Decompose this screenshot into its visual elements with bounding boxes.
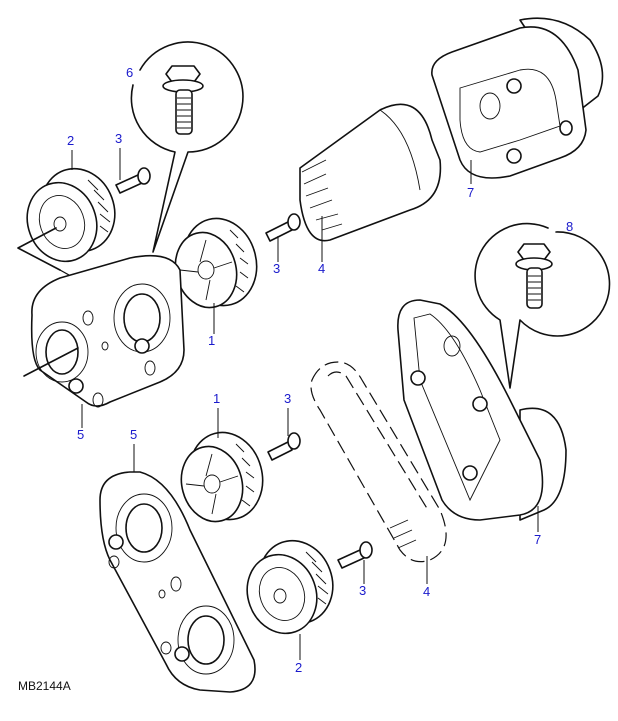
callout-3-lower: 3 <box>284 391 292 406</box>
callout-4-top: 4 <box>318 261 326 276</box>
detail-bubble-8 <box>474 222 611 389</box>
timing-belt-bottom <box>310 361 447 563</box>
callout-7-bottom: 7 <box>534 532 542 547</box>
axis-leader-top <box>17 227 61 271</box>
callout-1-bottom: 1 <box>213 391 221 406</box>
backplate-top <box>30 254 185 408</box>
bolt-3-mid <box>265 213 301 242</box>
callout-5-top: 5 <box>77 427 85 442</box>
cover-top <box>431 17 604 179</box>
callout-6: 6 <box>126 65 134 80</box>
callout-7-top: 7 <box>467 185 475 200</box>
flange-bolt-icon <box>162 65 204 135</box>
callout-3-bottom: 3 <box>359 583 367 598</box>
callout-1-top: 1 <box>208 333 216 348</box>
detail-bubble-6 <box>130 41 244 253</box>
bolt-3-top <box>115 167 151 194</box>
callout-5-bottom: 5 <box>130 427 138 442</box>
sprocket-bottom <box>180 431 264 523</box>
axis-leader-plate <box>23 347 79 377</box>
callout-2-top: 2 <box>67 133 75 148</box>
backplate-bottom <box>99 471 256 693</box>
callout-3-mid: 3 <box>273 261 281 276</box>
bolt-3-lower <box>267 432 301 461</box>
flange-bolt-icon <box>515 243 553 309</box>
timing-belt-top <box>299 103 442 242</box>
cover-bottom <box>397 299 567 521</box>
pulley-top <box>26 167 116 263</box>
figure-id: MB2144A <box>18 679 71 693</box>
callout-3-top: 3 <box>115 131 123 146</box>
pulley-bottom <box>246 539 334 635</box>
sprocket-top <box>174 217 258 309</box>
callout-8: 8 <box>566 219 574 234</box>
callout-2-bottom: 2 <box>295 660 303 675</box>
callout-4-bottom: 4 <box>423 584 431 599</box>
leader-lines <box>71 148 539 660</box>
bolt-3-bottom <box>337 541 373 569</box>
